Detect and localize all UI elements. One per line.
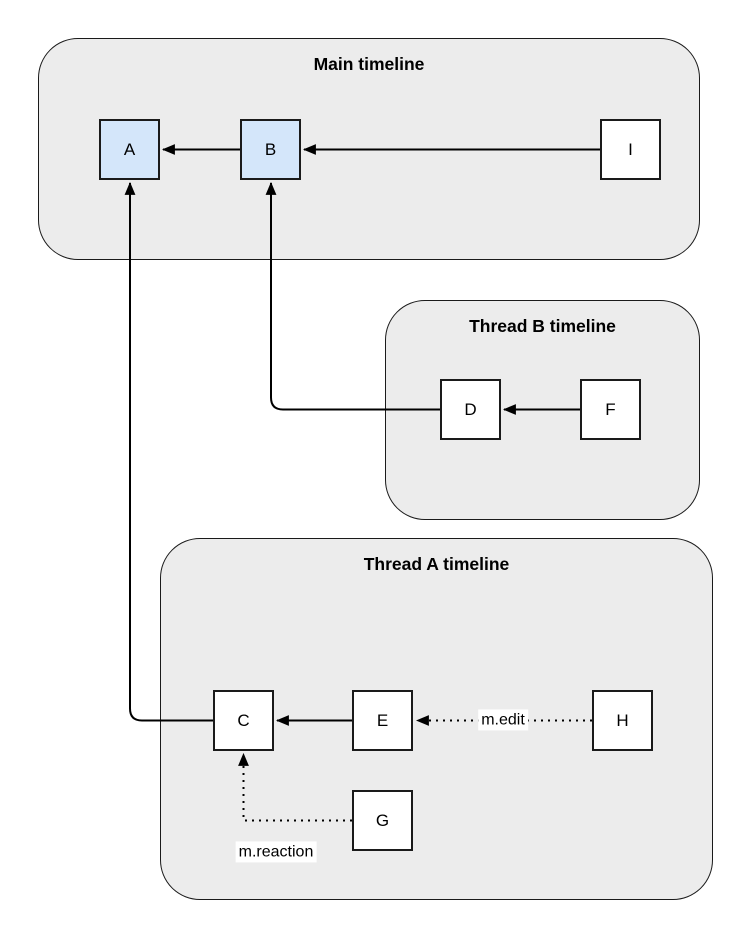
node-g: G — [352, 790, 413, 851]
edge-label-m-edit: m.edit — [478, 709, 528, 731]
container-main-timeline-title: Main timeline — [313, 54, 425, 74]
node-d: D — [440, 379, 501, 440]
node-i-label: I — [628, 139, 633, 159]
container-thread-a-timeline-title: Thread A timeline — [363, 554, 510, 574]
node-c: C — [213, 690, 274, 751]
node-b-label: B — [264, 139, 277, 159]
node-i: I — [600, 119, 661, 180]
container-thread-b-timeline: Thread B timeline — [385, 300, 700, 520]
node-e-label: E — [376, 710, 389, 730]
node-a-label: A — [123, 139, 136, 159]
node-e: E — [352, 690, 413, 751]
node-f-label: F — [605, 399, 616, 419]
node-f: F — [580, 379, 641, 440]
node-c-label: C — [237, 710, 250, 730]
node-d-label: D — [464, 399, 477, 419]
node-g-label: G — [375, 810, 390, 830]
container-thread-b-timeline-title: Thread B timeline — [469, 316, 616, 336]
node-h-label: H — [616, 710, 629, 730]
node-a: A — [99, 119, 160, 180]
node-b: B — [240, 119, 301, 180]
node-h: H — [592, 690, 653, 751]
edge-label-m-reaction: m.reaction — [235, 841, 317, 863]
